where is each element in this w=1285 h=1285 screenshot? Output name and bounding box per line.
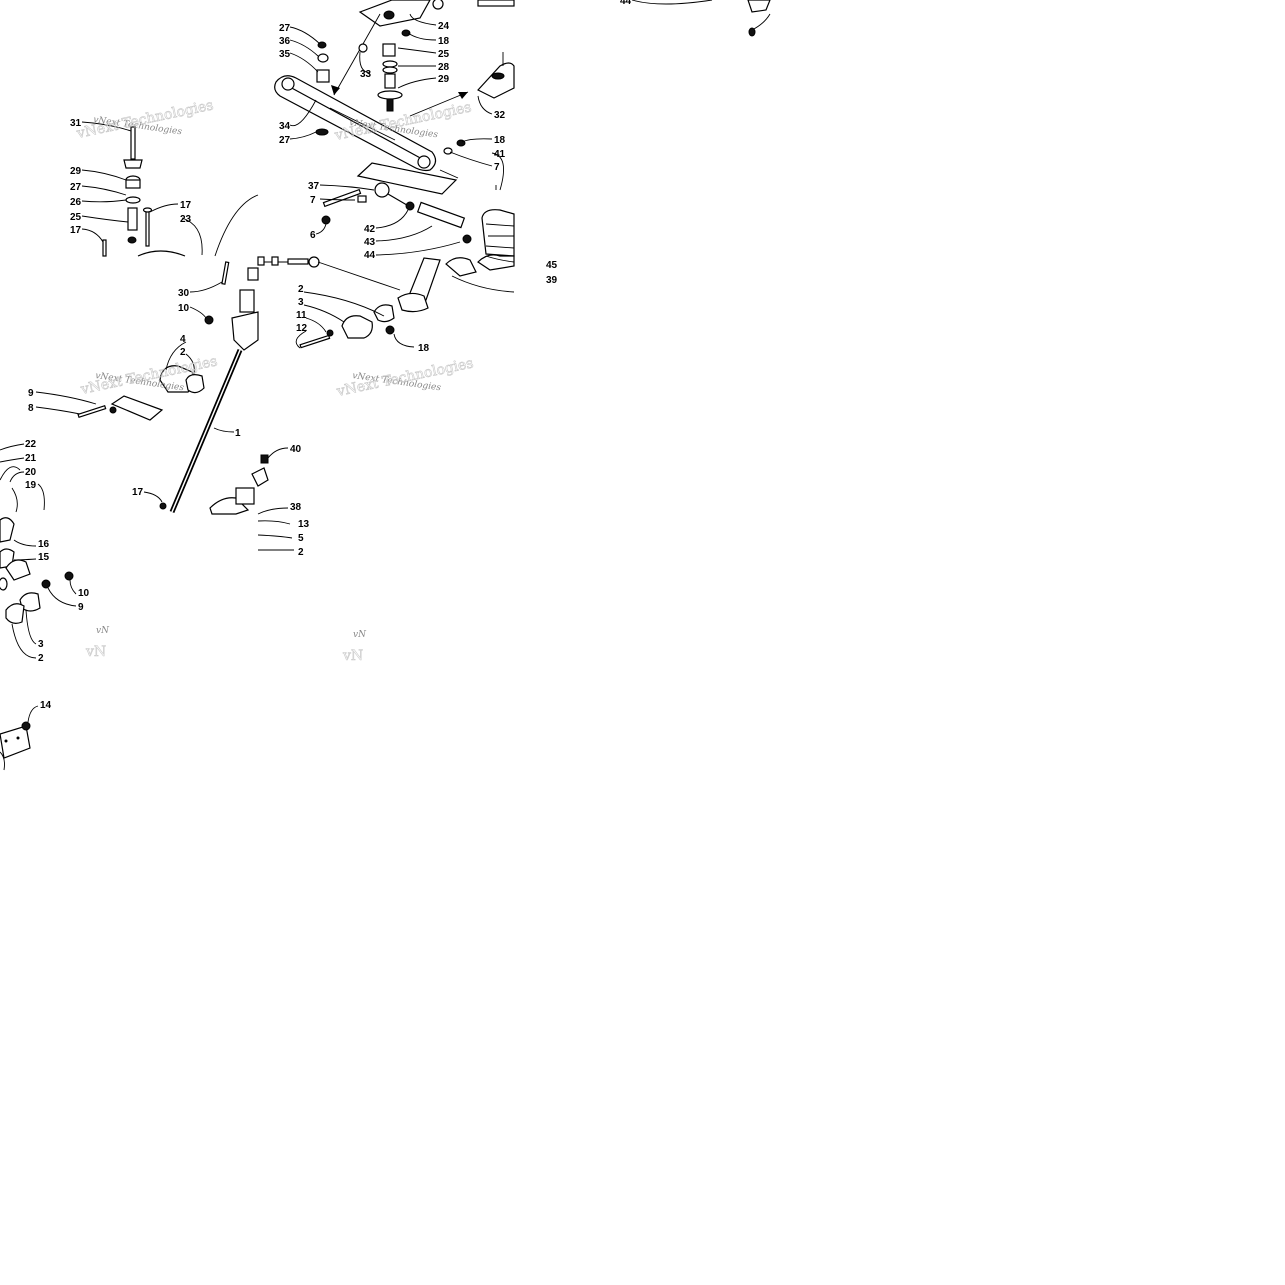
callout-14: 14 — [40, 700, 52, 711]
shaft-43-part — [416, 201, 472, 244]
callout-44-fragment: 44 — [620, 0, 632, 7]
bushing-29-part — [125, 175, 141, 189]
callout-42: 42 — [364, 224, 376, 235]
callout-31: 31 — [70, 118, 82, 129]
callout-39: 39 — [546, 275, 558, 286]
tile-lower-left: 16 15 10 9 3 2 14 vN vN — [0, 517, 110, 771]
callout-27a: 27 — [70, 182, 82, 193]
callout-3a: 3 — [298, 297, 304, 308]
callout-27b: 27 — [279, 23, 291, 34]
spindle-housing-part — [481, 209, 515, 257]
callout-17c: 17 — [132, 487, 144, 498]
watermark-fragment-ghost-2: vN — [342, 648, 363, 664]
callout-28: 28 — [438, 62, 450, 73]
callout-2d: 2 — [298, 547, 304, 558]
clamp-4-part — [159, 365, 205, 394]
callout-21: 21 — [25, 453, 37, 464]
callout-18b: 18 — [494, 135, 506, 146]
callout-2b: 2 — [298, 284, 304, 295]
callout-9a: 9 — [28, 388, 34, 399]
tile-lower-middle-fragment: 13 5 2 vN vN — [257, 519, 367, 664]
callout-35: 35 — [279, 49, 291, 60]
callout-10a: 10 — [178, 303, 190, 314]
callout-24: 24 — [438, 21, 450, 32]
bracket-32-part — [477, 62, 515, 99]
callout-4: 4 — [180, 334, 186, 345]
callout-12: 12 — [296, 323, 308, 334]
callout-44: 44 — [364, 250, 376, 261]
callout-36: 36 — [279, 36, 291, 47]
callout-23: 23 — [180, 214, 192, 225]
callout-6: 6 — [310, 230, 316, 241]
callout-2a: 2 — [180, 347, 186, 358]
callout-37: 37 — [308, 181, 320, 192]
bolt-17b-part — [102, 239, 107, 257]
callout-7b: 7 — [310, 195, 316, 206]
tie-rod-37-part — [357, 182, 413, 209]
callout-38: 38 — [290, 502, 302, 513]
callout-10b: 10 — [78, 588, 90, 599]
callout-22: 22 — [25, 439, 37, 450]
callout-27c: 27 — [279, 135, 291, 146]
callout-43: 43 — [364, 237, 376, 248]
callout-17a: 17 — [70, 225, 82, 236]
watermark-fragment-1: vN — [96, 626, 110, 636]
callout-9b: 9 — [78, 602, 84, 613]
tile-center: 45 39 2 3 11 12 18 40 38 vNext Technolog… — [235, 254, 558, 515]
callout-7a: 7 — [494, 162, 500, 173]
tile-top-left: 31 29 27 26 25 17 17 23 vNext Technologi… — [70, 97, 259, 257]
clamp-3-part — [341, 304, 395, 339]
tile-top-right-fragment: 44 — [620, 0, 771, 37]
callout-16: 16 — [38, 539, 50, 550]
callout-19: 19 — [25, 480, 37, 491]
callout-20: 20 — [25, 467, 37, 478]
callout-18c: 18 — [418, 343, 430, 354]
callout-3b: 3 — [38, 639, 44, 650]
callout-25b: 25 — [438, 49, 450, 60]
callout-15: 15 — [38, 552, 50, 563]
callout-18a: 18 — [438, 36, 450, 47]
watermark-fragment-ghost-1: vN — [85, 644, 106, 660]
decal-panel-part — [356, 162, 458, 195]
callout-29b: 29 — [438, 74, 450, 85]
nut-17a-part — [127, 236, 137, 244]
callout-5: 5 — [298, 533, 304, 544]
callout-30: 30 — [178, 288, 190, 299]
callout-25a: 25 — [70, 212, 82, 223]
callout-29: 29 — [70, 166, 82, 177]
tile-top-middle: 27 36 35 34 27 33 24 18 25 28 29 32 18 4… — [274, 0, 515, 261]
mount-plate-part — [0, 725, 31, 759]
callout-8: 8 — [28, 403, 34, 414]
bracket-top-part — [358, 0, 431, 27]
bolt-31-part — [123, 126, 143, 169]
callout-17b: 17 — [180, 200, 192, 211]
bracket-plate-part — [110, 395, 164, 421]
steering-post-1-part — [169, 349, 243, 513]
callout-40: 40 — [290, 444, 302, 455]
bolt-17-part — [142, 207, 153, 247]
tile-middle-left: 30 10 4 2 9 8 1 17 22 21 20 19 vNext Tec… — [0, 261, 259, 515]
callout-1: 1 — [235, 428, 241, 439]
callout-45: 45 — [546, 260, 558, 271]
clamp-lower-part — [5, 592, 41, 624]
callout-41: 41 — [494, 149, 506, 160]
spacer-25-part — [127, 207, 138, 231]
link-23-part — [137, 250, 186, 257]
callout-33: 33 — [360, 69, 372, 80]
a-arm-34-part — [274, 75, 437, 172]
watermark-fragment-2: vN — [353, 630, 367, 640]
callout-11: 11 — [296, 310, 307, 321]
callout-2c: 2 — [38, 653, 44, 664]
callout-34: 34 — [279, 121, 291, 132]
callout-13: 13 — [298, 519, 310, 530]
steering-column-top-part — [231, 267, 259, 351]
callout-32: 32 — [494, 110, 506, 121]
washer-26-part — [125, 196, 141, 204]
callout-26: 26 — [70, 197, 82, 208]
spindle-arm-part — [397, 257, 441, 313]
